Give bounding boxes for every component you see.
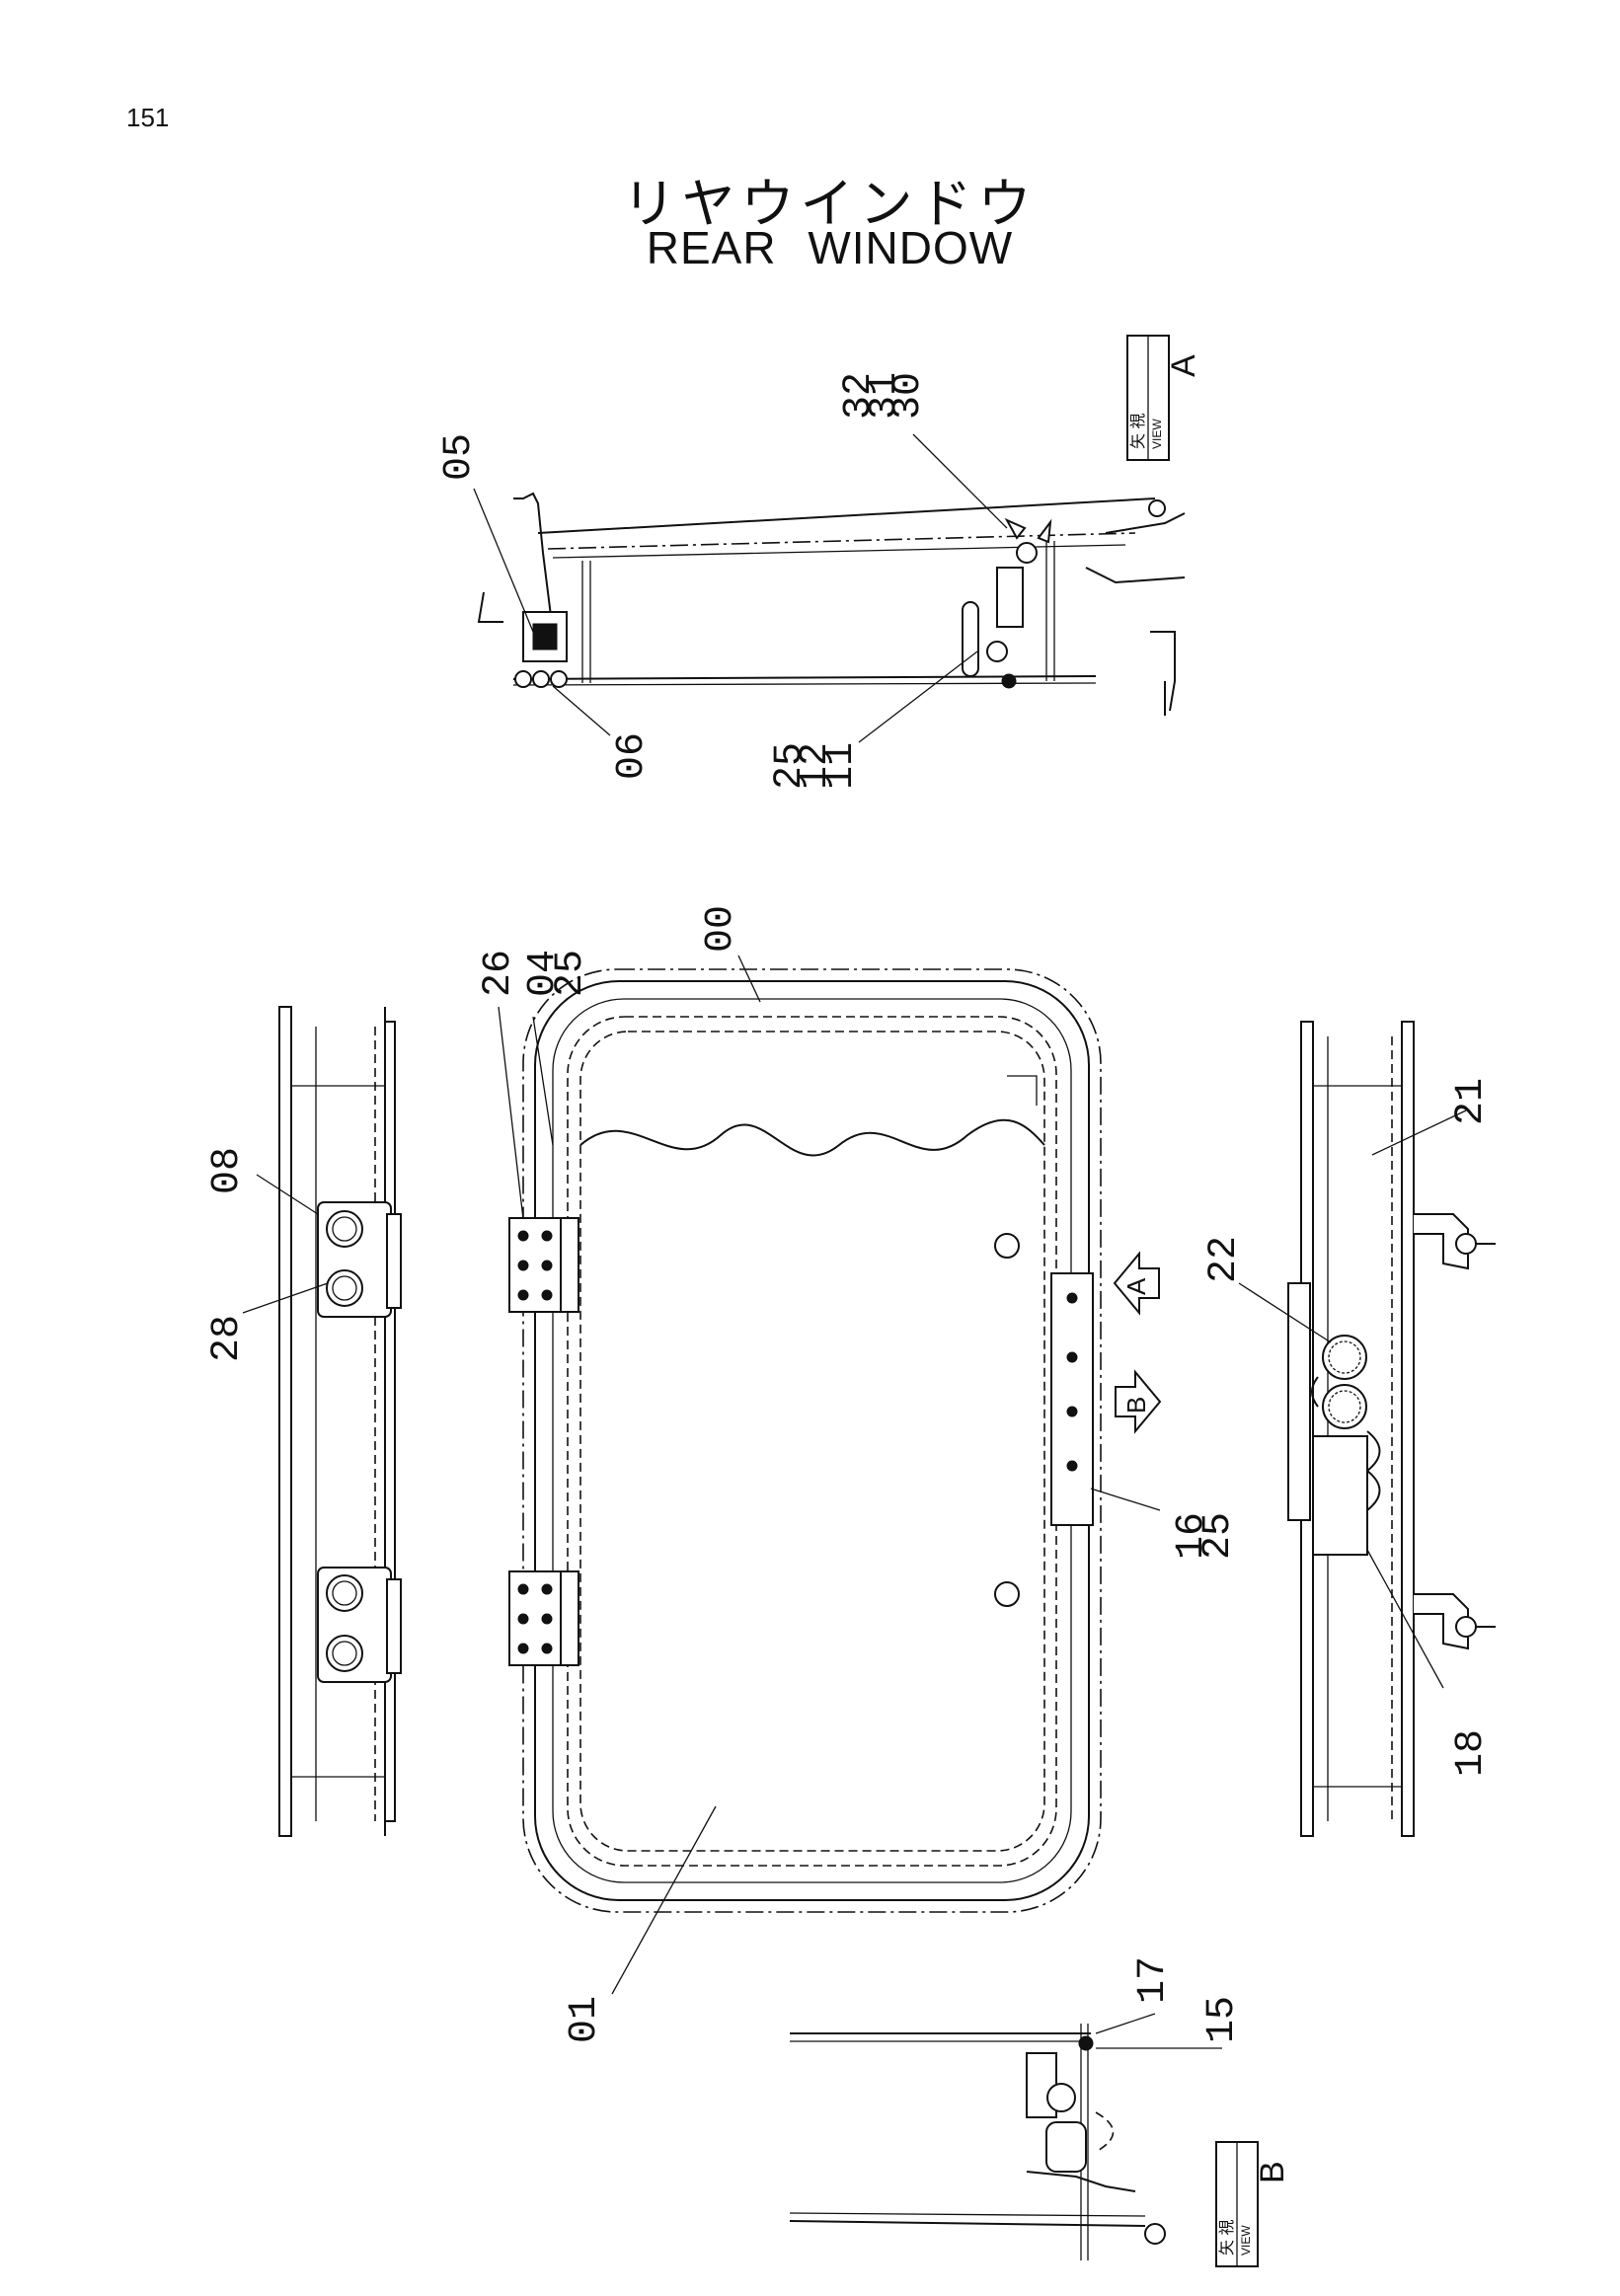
label-28: 28: [205, 1315, 250, 1362]
label-25-b: 25: [549, 950, 593, 997]
label-06: 06: [610, 732, 655, 780]
view-b-arrow-icon: B: [1115, 1369, 1162, 1434]
label-18: 18: [1449, 1729, 1494, 1777]
view-b-detail: 17 15 矢 視 VIEW B: [789, 1956, 1291, 2267]
right-side-view: 21 22 18: [1202, 1021, 1496, 1837]
view-a-letter: A: [1165, 354, 1202, 377]
label-30: 30: [887, 372, 931, 420]
label-01: 01: [563, 1996, 607, 2043]
label-08: 08: [205, 1147, 250, 1194]
view-b-en: VIEW: [1239, 2225, 1253, 2256]
view-b-jp: 矢 視: [1218, 2220, 1236, 2256]
label-31: 31: [863, 372, 907, 420]
label-00: 00: [699, 905, 743, 953]
label-16: 16: [1170, 1512, 1214, 1560]
svg-text:B: B: [1121, 1397, 1151, 1414]
view-a-detail: 矢 視 VIEW A 32 31: [437, 335, 1202, 790]
svg-text:A: A: [1121, 1277, 1151, 1295]
label-15: 15: [1200, 1996, 1245, 2043]
page-number: 151: [126, 103, 170, 132]
label-04: 04: [521, 950, 566, 997]
label-25-c: 25: [1196, 1512, 1241, 1560]
label-22: 22: [1202, 1236, 1247, 1283]
page-title-english: REAR WINDOW: [646, 222, 1014, 273]
view-b-letter: B: [1254, 2161, 1291, 2183]
label-11: 11: [819, 742, 864, 790]
left-side-view: 08 28: [205, 1006, 402, 1837]
main-window-front-view: A B 00 04 25 26 16 25 01: [477, 905, 1241, 2043]
page-title-japanese: リヤウインドウ: [622, 175, 1038, 234]
label-05: 05: [437, 433, 482, 481]
view-a-badge: 矢 視 VIEW A: [1126, 335, 1202, 461]
label-25-a: 25: [768, 742, 812, 790]
label-21: 21: [1449, 1078, 1494, 1125]
label-32: 32: [837, 372, 882, 420]
label-26: 26: [477, 950, 521, 997]
view-b-badge: 矢 視 VIEW B: [1215, 2141, 1291, 2267]
view-a-jp: 矢 視: [1129, 414, 1147, 449]
view-a-arrow-icon: A: [1113, 1251, 1160, 1316]
view-a-en: VIEW: [1150, 419, 1164, 449]
label-12: 12: [794, 742, 838, 790]
label-17: 17: [1131, 1956, 1176, 2004]
